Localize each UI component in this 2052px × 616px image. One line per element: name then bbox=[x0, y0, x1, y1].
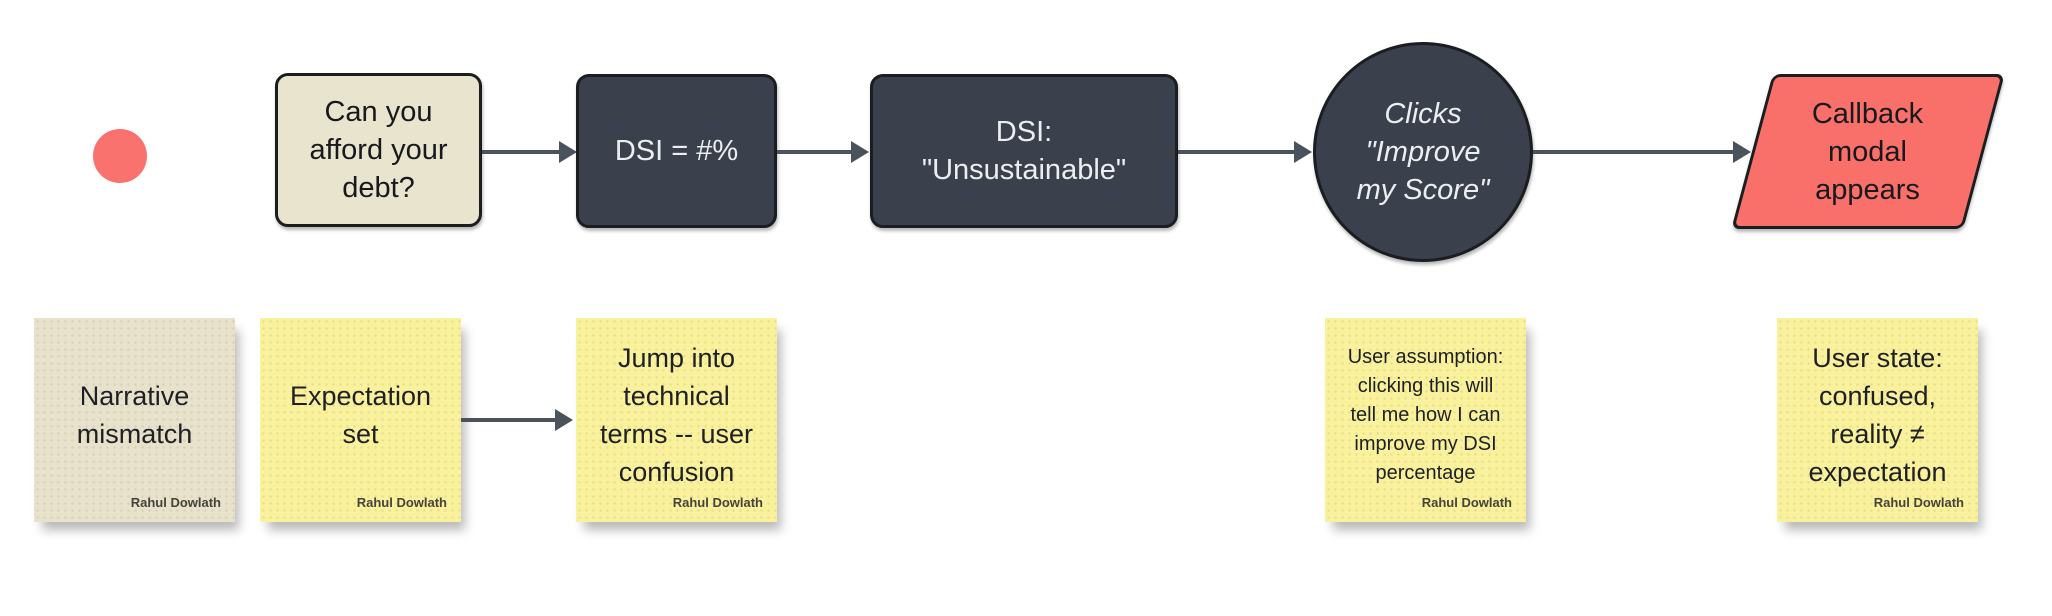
connector-arrow-3[interactable] bbox=[1178, 141, 1312, 163]
flow-node-clicks-improve-score-label: Clicks "Improve my Score" bbox=[1356, 98, 1490, 206]
sticky-author-stamp: Rahul Dowlath bbox=[1873, 495, 1964, 510]
start-dot[interactable] bbox=[93, 129, 147, 183]
sticky-author-stamp: Rahul Dowlath bbox=[1421, 495, 1512, 510]
sticky-author-stamp: Rahul Dowlath bbox=[356, 495, 447, 510]
sticky-note-expectation-set[interactable]: Expectation set Rahul Dowlath bbox=[260, 318, 461, 522]
flow-node-dsi-value[interactable]: DSI = #% bbox=[576, 74, 777, 228]
sticky-author-stamp: Rahul Dowlath bbox=[672, 495, 763, 510]
sticky-note-technical-terms-confusion[interactable]: Jump into technical terms -- user confus… bbox=[576, 318, 777, 522]
flow-node-afford-debt[interactable]: Can you afford your debt? bbox=[275, 73, 482, 227]
connector-arrow-2[interactable] bbox=[777, 141, 869, 163]
connector-arrow-1[interactable] bbox=[482, 141, 577, 163]
flow-node-callback-modal[interactable]: Callback modal appears bbox=[1731, 74, 2005, 229]
sticky-note-text: User state: confused, reality ≠ expectat… bbox=[1808, 343, 1947, 487]
sticky-author-stamp: Rahul Dowlath bbox=[130, 495, 221, 510]
sticky-note-text: User assumption: clicking this will tell… bbox=[1347, 345, 1504, 484]
flow-node-callback-modal-label: Callback modal appears bbox=[1812, 97, 1924, 206]
connector-arrow-4[interactable] bbox=[1533, 141, 1751, 163]
flow-node-dsi-unsustainable-label: DSI: "Unsustainable" bbox=[921, 116, 1127, 186]
sticky-note-text: Jump into technical terms -- user confus… bbox=[599, 343, 753, 487]
sticky-connector-arrow[interactable] bbox=[461, 409, 573, 431]
sticky-note-user-assumption[interactable]: User assumption: clicking this will tell… bbox=[1325, 318, 1526, 522]
flow-node-afford-debt-label: Can you afford your debt? bbox=[309, 96, 448, 204]
sticky-note-user-state[interactable]: User state: confused, reality ≠ expectat… bbox=[1777, 318, 1978, 522]
sticky-note-narrative-mismatch[interactable]: Narrative mismatch Rahul Dowlath bbox=[34, 318, 235, 522]
flow-node-dsi-value-label: DSI = #% bbox=[614, 135, 739, 167]
sticky-note-text: Narrative mismatch bbox=[76, 381, 193, 449]
sticky-note-text: Expectation set bbox=[289, 381, 432, 449]
flow-node-dsi-unsustainable[interactable]: DSI: "Unsustainable" bbox=[870, 74, 1178, 228]
flow-node-clicks-improve-score[interactable]: Clicks "Improve my Score" bbox=[1313, 42, 1533, 262]
